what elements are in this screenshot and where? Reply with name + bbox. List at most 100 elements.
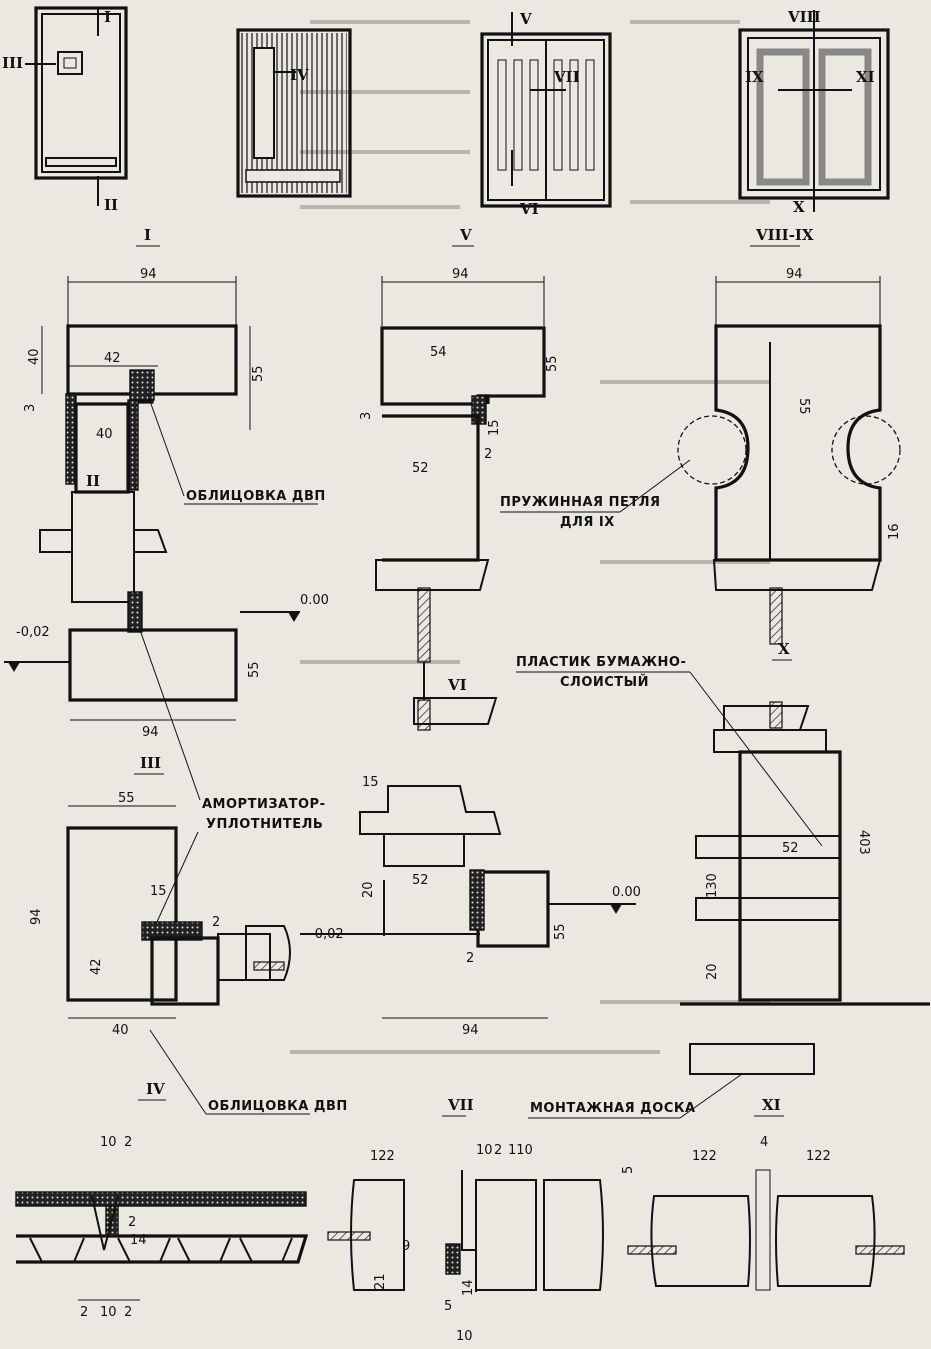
section-i-profile (65, 324, 238, 494)
dim-9: 9 (402, 1239, 410, 1254)
dim-10: 10 (476, 1143, 493, 1158)
dim-2: 2 (124, 1135, 132, 1150)
section-label-ix-mark: IX (745, 68, 764, 86)
section-label-iii-mark: III (2, 54, 23, 72)
label-layered: СЛОИСТЫЙ (560, 674, 649, 690)
dim-14: 14 (130, 1233, 147, 1248)
dim-20: 20 (705, 963, 720, 980)
dim-55: 55 (553, 923, 568, 940)
dim-55: 55 (118, 791, 135, 806)
label-spring-hinge: ПРУЖИННАЯ ПЕТЛЯ (500, 495, 661, 510)
level-0: 0.00 (612, 885, 641, 900)
dim-15: 15 (150, 884, 167, 899)
dim-42: 42 (104, 351, 121, 366)
dim-2: 2 (466, 951, 474, 966)
dim-94: 94 (29, 908, 44, 925)
section-label-vi-mark: VI (519, 200, 539, 218)
label-facing-dvp: ОБЛИЦОВКА ДВП (186, 489, 326, 504)
mounting-board (689, 1043, 815, 1075)
section-xi-profile (627, 1169, 905, 1291)
section-title-xi: XI (762, 1096, 781, 1114)
elevation-door-2 (236, 28, 352, 198)
label-facing-dvp: ОБЛИЦОВКА ДВП (208, 1099, 348, 1114)
dim-15: 15 (362, 775, 379, 790)
section-ii-profile (4, 491, 300, 702)
section-title-x: X (778, 640, 790, 658)
dim-3: 3 (359, 412, 374, 420)
dim-94: 94 (140, 267, 157, 282)
dim-5: 5 (621, 1166, 636, 1174)
level-minus-002: -0,02 (310, 927, 344, 942)
section-title-vi: VI (447, 676, 467, 694)
dim-110: 110 (508, 1143, 533, 1158)
section-viii-ix-profile (677, 324, 901, 645)
section-label-x-mark: X (793, 198, 805, 216)
dim-94: 94 (142, 725, 159, 740)
section-vii-profile (327, 1170, 604, 1292)
section-title-iv: IV (146, 1080, 165, 1098)
section-title-v: V (459, 226, 472, 244)
section-iv-profile (15, 1191, 309, 1264)
dim-42: 42 (89, 958, 104, 975)
dim-94: 94 (786, 267, 803, 282)
dim-122: 122 (370, 1149, 395, 1164)
dim-20: 20 (361, 881, 376, 898)
section-v-profile (375, 326, 546, 700)
label-plastic: ПЛАСТИК БУМАЖНО- (516, 655, 686, 670)
section-iii-profile (66, 826, 291, 1006)
dim-10: 10 (100, 1135, 117, 1150)
dim-55: 55 (251, 365, 266, 382)
dim-2: 2 (212, 915, 220, 930)
label-seal: УПЛОТНИТЕЛЬ (206, 817, 323, 832)
section-label-vii-mark: VII (553, 68, 580, 86)
dim-2: 2 (128, 1215, 136, 1230)
dim-2: 2 (124, 1305, 132, 1320)
level-minus-002: -0,02 (16, 625, 50, 640)
dim-10: 10 (456, 1329, 473, 1344)
dim-2: 2 (484, 447, 492, 462)
section-title-ii: II (86, 472, 100, 490)
dim-40: 40 (112, 1023, 129, 1038)
dim-16: 16 (887, 523, 902, 540)
dim-122: 122 (692, 1149, 717, 1164)
section-label-v-mark: V (519, 10, 532, 28)
dim-2: 2 (80, 1305, 88, 1320)
section-title-vii: VII (447, 1096, 474, 1114)
section-title-i: I (144, 226, 151, 244)
dim-5: 5 (444, 1299, 452, 1314)
dim-2: 2 (494, 1143, 502, 1158)
dim-21: 21 (373, 1273, 388, 1290)
dim-94: 94 (452, 267, 469, 282)
dim-52: 52 (412, 461, 429, 476)
dim-14: 14 (461, 1279, 476, 1296)
dim-3: 3 (23, 404, 38, 412)
label-shock-absorber: АМОРТИЗАТОР- (202, 797, 325, 812)
section-label-xi-mark: XI (856, 68, 875, 86)
dim-403: 403 (856, 830, 871, 855)
section-label-i-mark: I (104, 8, 111, 26)
dim-54: 54 (430, 345, 447, 360)
dim-40: 40 (96, 427, 113, 442)
section-label-iv-mark: IV (290, 66, 309, 84)
elevation-door-1 (25, 6, 128, 206)
section-title-iii: III (140, 754, 161, 772)
dim-130: 130 (705, 873, 720, 898)
dim-10: 10 (100, 1305, 117, 1320)
dim-55: 55 (545, 355, 560, 372)
section-label-ii-mark: II (104, 196, 118, 214)
label-for-ix: ДЛЯ IX (560, 515, 615, 530)
section-label-viii-mark: VIII (787, 8, 821, 26)
elevation-door-double-2 (738, 10, 890, 212)
level-0: 0.00 (300, 593, 329, 608)
elevation-door-double-1 (480, 12, 612, 208)
section-vi-profile (300, 697, 636, 948)
dim-122: 122 (806, 1149, 831, 1164)
dim-55: 55 (247, 661, 262, 678)
dims-i (41, 276, 251, 430)
section-title-viii-ix: VIII-IX (755, 226, 814, 244)
label-mounting-board: МОНТАЖНАЯ ДОСКА (530, 1101, 696, 1116)
background-text-lines (290, 20, 770, 1054)
dim-55: 55 (796, 398, 811, 415)
